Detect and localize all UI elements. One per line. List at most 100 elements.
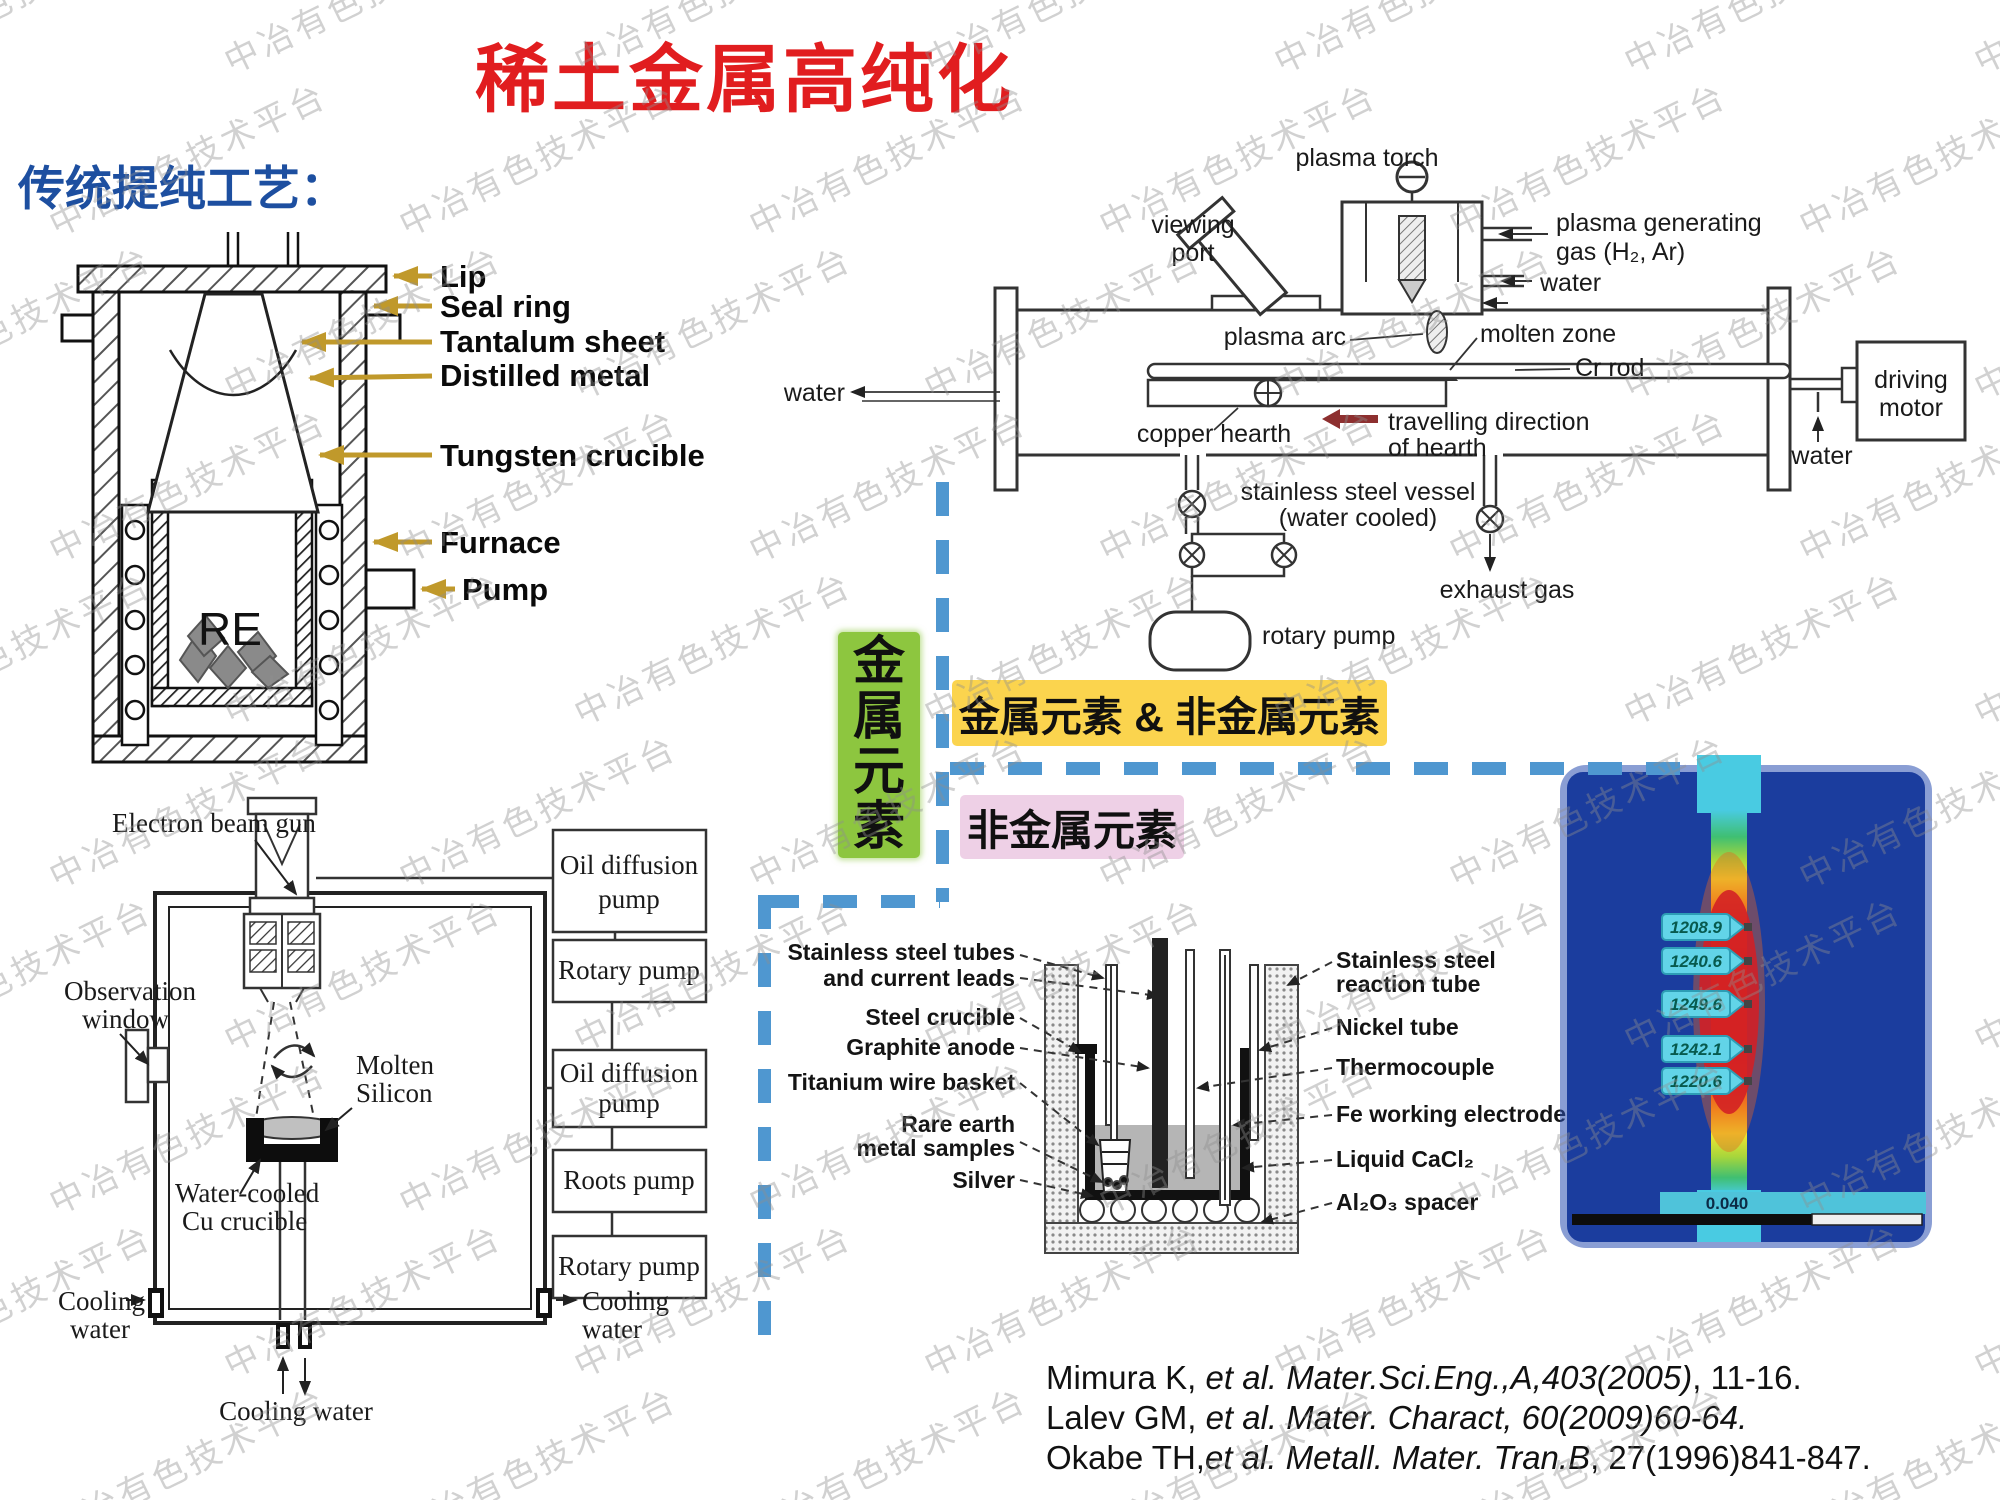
eb-chamber — [153, 891, 547, 1325]
viewing-port-label-2: port — [1171, 239, 1214, 267]
crucible-wall-left — [150, 478, 170, 708]
pump3-label-2: pump — [598, 1088, 660, 1118]
reference-line-3: Okabe TH,et al. Metall. Mater. Tran.B, 2… — [1046, 1439, 1871, 1476]
cell-right-label-2: Nickel tube — [1336, 1014, 1459, 1040]
pump-box-2 — [551, 938, 708, 1004]
flow-dash-vertical-1 — [936, 482, 949, 902]
cell-left-label-5b: metal samples — [856, 1135, 1015, 1161]
cooling-ports — [148, 1288, 552, 1349]
temp-value-1: 1208.9 — [1670, 918, 1723, 937]
obs-label-2: window — [82, 1004, 170, 1034]
reaction-tube-left — [1044, 964, 1079, 1254]
crucible-label: Tungsten crucible — [440, 438, 705, 473]
plasma-arc-label: plasma arc — [1224, 323, 1346, 351]
distilled-arrow — [308, 367, 433, 388]
cool-right-label-2: water — [582, 1314, 642, 1344]
furnace-wall-left — [91, 290, 121, 764]
motor-assembly — [1790, 340, 1967, 442]
temp-tag: 1208.9 — [1661, 913, 1752, 941]
molten-si-label-2: Silicon — [356, 1078, 433, 1108]
seal-ring-label: Seal ring — [440, 289, 571, 324]
watermark-text: 中冶有色技术平台 — [1965, 0, 2000, 83]
cell-left-label-1b: and current leads — [823, 965, 1015, 991]
distilled-metal-shape — [168, 349, 298, 397]
watermark-text: 中冶有色技术平台 — [1968, 1217, 2000, 1386]
eb-gun-label: Electron beam gun — [112, 808, 316, 838]
cr-rod-shape — [1146, 362, 1792, 380]
cell-left-label-6: Silver — [952, 1167, 1015, 1193]
cell-right-label-4: Fe working electrode — [1336, 1101, 1566, 1127]
cr-rod-label: Cr rod — [1575, 354, 1644, 382]
re-label: RE — [198, 603, 262, 655]
temp-value-3: 1249.6 — [1670, 995, 1723, 1014]
cell-right-label-5: Liquid CaCl₂ — [1336, 1146, 1474, 1172]
temp-value-2: 1240.6 — [1670, 952, 1723, 971]
thermal-bottom-strip — [1660, 1192, 1926, 1214]
observation-window-drawing — [124, 1028, 170, 1104]
pump-box-3 — [551, 1048, 708, 1129]
flow-dash-vertical-2 — [758, 895, 771, 1345]
cu-crucible-label-1: Water-cooled — [175, 1178, 320, 1208]
temp-tag: 1249.6 — [1661, 990, 1752, 1018]
watermark-text: 中冶有色技术平台 — [1968, 891, 2000, 1060]
travel-label-1: travelling direction — [1388, 408, 1590, 436]
references: Mimura K, et al. Mater.Sci.Eng.,A,403(20… — [1046, 1358, 1906, 1478]
cool-right-label-1: Cooling — [582, 1286, 669, 1316]
scale-bar-light — [1811, 1213, 1923, 1226]
cool-left-label-2: water — [70, 1314, 130, 1344]
pump4-label: Roots pump — [563, 1165, 694, 1195]
flange-right — [1766, 286, 1792, 492]
vessel-label-1: stainless steel vessel — [1241, 478, 1476, 506]
eb-diagram: Electron beam gun Observation window Mol… — [58, 796, 708, 1426]
water-torch-label: water — [1539, 269, 1601, 297]
scale-label: 0.040 — [1706, 1194, 1749, 1213]
tantalum-label: Tantalum sheet — [440, 324, 665, 359]
watermark-text: 中冶有色技术平台 — [215, 0, 510, 83]
travel-direction-arrow — [1322, 409, 1378, 429]
pump-box-4 — [551, 1148, 708, 1214]
watermark-text: 中冶有色技术平台 — [1615, 0, 1910, 83]
molten-si-label-1: Molten — [356, 1050, 434, 1080]
furnace-drawing — [60, 232, 416, 764]
rotary-pump-shape — [1148, 610, 1252, 672]
pump3-label-1: Oil diffusion — [560, 1058, 699, 1088]
driving-motor-box — [1855, 340, 1967, 442]
plasma-leaders — [850, 333, 1571, 431]
cell-left-label-3: Graphite anode — [846, 1034, 1015, 1060]
flow-dash-horizontal-2 — [765, 895, 940, 908]
watermark-text: 中冶有色技术平台 — [0, 0, 159, 83]
motor-label-1: driving — [1874, 366, 1948, 394]
cell-right-label-1b: reaction tube — [1336, 971, 1480, 997]
eb-arrows — [119, 839, 578, 1396]
rotary-pump-label: rotary pump — [1262, 622, 1395, 650]
watermark-text: 中冶有色技术平台 — [743, 1380, 1034, 1500]
vessel-label-2: (water cooled) — [1279, 504, 1437, 532]
furnace-arrows — [300, 266, 455, 599]
furnace-diagram: RE Lip Seal ring Tantalum sheet Distille… — [60, 232, 705, 764]
cool-left-label-1: Cooling — [58, 1286, 145, 1316]
gas-label-1: plasma generating — [1556, 209, 1762, 237]
rotation-icon — [273, 1042, 316, 1059]
molten-zone-label: molten zone — [1480, 320, 1616, 348]
thermal-column-top-tab — [1697, 755, 1761, 813]
graphite-anode — [1152, 938, 1168, 1188]
water-left-label: water — [783, 379, 845, 407]
cell-right-label-1a: Stainless steel — [1336, 947, 1496, 973]
cell-left-label-2: Steel crucible — [865, 1004, 1015, 1030]
cell-right-label-6: Al₂O₃ spacer — [1336, 1189, 1478, 1215]
exhaust-gas-label: exhaust gas — [1440, 576, 1575, 604]
viewing-port-label-1: viewing — [1151, 211, 1234, 239]
nonmetal-elements-box: 非金属元素 — [960, 795, 1184, 859]
pump-port — [364, 568, 416, 610]
reaction-tube-right — [1264, 964, 1299, 1254]
obs-label-1: Observation — [64, 976, 196, 1006]
copper-hearth-shape — [1146, 378, 1448, 408]
pump-train — [316, 828, 708, 1300]
flow-dash-horizontal-1 — [950, 762, 1690, 775]
eb-gun-drawing — [242, 796, 322, 1003]
crucible-wall-right — [294, 478, 314, 708]
section-heading: 传统提纯工艺： — [18, 162, 347, 215]
water-motor-label: water — [1790, 442, 1852, 470]
temperature-tags: 1208.9 1240.6 1249.6 1242.1 — [1661, 913, 1752, 1095]
